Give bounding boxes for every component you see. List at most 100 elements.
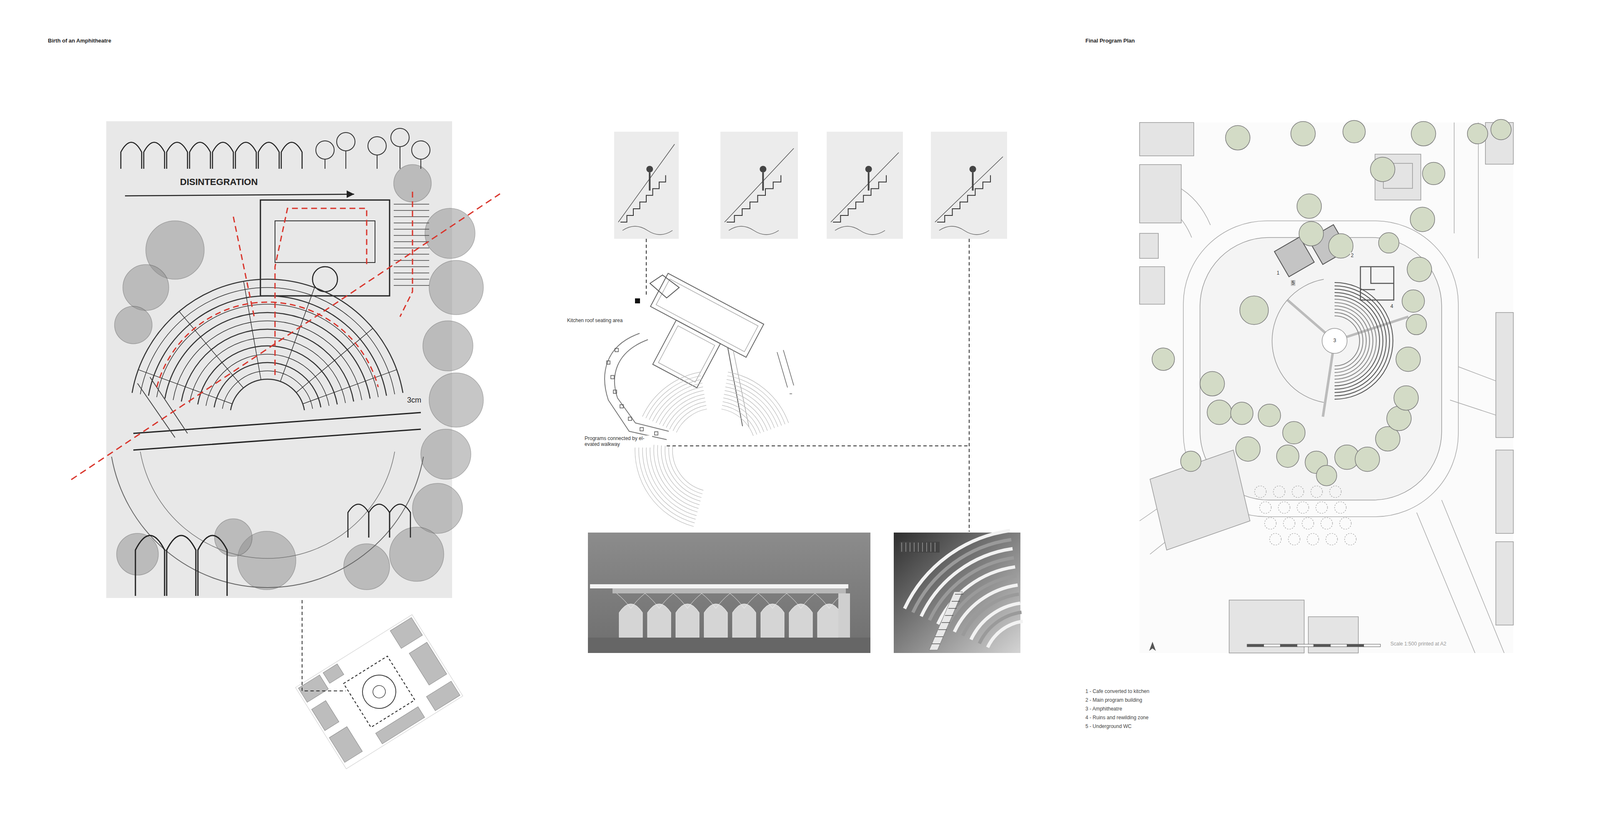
arch-sketch [120,142,142,170]
stair-tread [945,615,954,616]
step-arc [962,594,1019,636]
tree [1407,257,1432,282]
stair-hatch [393,278,430,280]
seating-row [676,409,707,433]
arch-bay [817,603,841,638]
seating-row [642,372,701,417]
proposed-tree [1259,501,1272,514]
tree [1393,385,1419,411]
road-edge [1139,122,1514,653]
tree [1406,314,1427,335]
scale-bar [1330,644,1348,647]
arch-bay [647,603,671,638]
proposed-tree [1334,501,1347,514]
tree-sketch [425,208,475,259]
building-footprint [1139,122,1194,156]
proposed-tree [1254,485,1267,498]
vault-rib [758,593,787,609]
tree [1290,121,1316,146]
seating-row [638,443,695,523]
wall-outline [650,273,764,358]
arch-sketch [235,142,257,170]
tree [1378,232,1400,253]
sketch-dimension: 3cm [406,395,423,405]
tree [1235,436,1261,462]
stair-tread [941,622,950,623]
building-sketch [260,200,390,296]
vault-rib [645,593,674,609]
dashed-leader [666,445,970,447]
seating-row [165,312,370,399]
ground-sketch [728,226,779,235]
stair-hatch [393,272,430,274]
arch-sketch [166,142,188,170]
vault-rib [786,593,815,609]
aisle-line [138,369,233,404]
step-arc [979,612,1022,644]
arcade-elevation-render [587,532,871,653]
seating-row [726,379,782,426]
stair-hatch [393,210,430,211]
seating-row [646,444,697,516]
key-entry: 1 - Cafe converted to kitchen [1084,688,1150,695]
canopy-slat [901,542,903,552]
tree [1370,157,1395,182]
seating-row [653,444,699,509]
tree [1342,120,1366,143]
proposed-tree [1344,533,1357,545]
figure-body [762,172,764,191]
tree [1355,447,1380,472]
seating-row [140,287,395,395]
end-wall [838,593,850,638]
building-footprint [1150,450,1250,550]
vault-rib [616,593,645,609]
tree-sketch [214,518,253,557]
seating-row [205,354,329,406]
dashed-leader [302,600,346,691]
tree-sketch [114,306,153,344]
sketch-note: DISINTEGRATION [179,176,259,188]
seating-row [189,337,346,403]
wall-outline [652,320,721,388]
building-footprint [1495,541,1514,625]
column-mark [615,348,619,352]
figure-head [759,165,767,173]
canopy-slat [922,542,923,552]
seating-row [722,401,760,434]
plan-ground [1139,122,1514,653]
stair-tread [935,636,944,638]
figure-head [865,165,873,173]
tree-sketch [390,128,410,147]
seating-row [721,409,754,436]
arch-sketch [135,535,165,596]
tree-sketch [429,260,484,315]
scale-bar [1247,644,1264,647]
seating-row [727,372,789,423]
proposed-tree [1273,485,1285,498]
rail-sketch [935,156,1003,223]
tree-sketch [122,264,169,311]
column-mark [613,390,617,394]
tree [1467,123,1488,144]
trunk-sketch [420,159,422,169]
seating-row [650,444,698,513]
walkway-edge [604,333,667,440]
map-focus-box [343,656,415,728]
stage-circle [1322,328,1348,354]
tree [1200,371,1225,396]
canopy-slat [934,542,936,552]
map-building [426,681,460,711]
figure-body [648,172,651,191]
canopy-slat [909,542,911,552]
sketch-paper [930,131,1008,239]
tree [1152,347,1175,371]
sketch-paper [106,121,453,598]
road-sketch [133,412,421,450]
vault-rib [730,593,759,609]
final-site-plan [1139,119,1514,653]
roundabout-sketch [111,456,424,588]
proposed-tree [1329,485,1342,498]
plan-callout: Programs connected by el- evated walkway [583,435,653,448]
section-line [71,193,500,480]
